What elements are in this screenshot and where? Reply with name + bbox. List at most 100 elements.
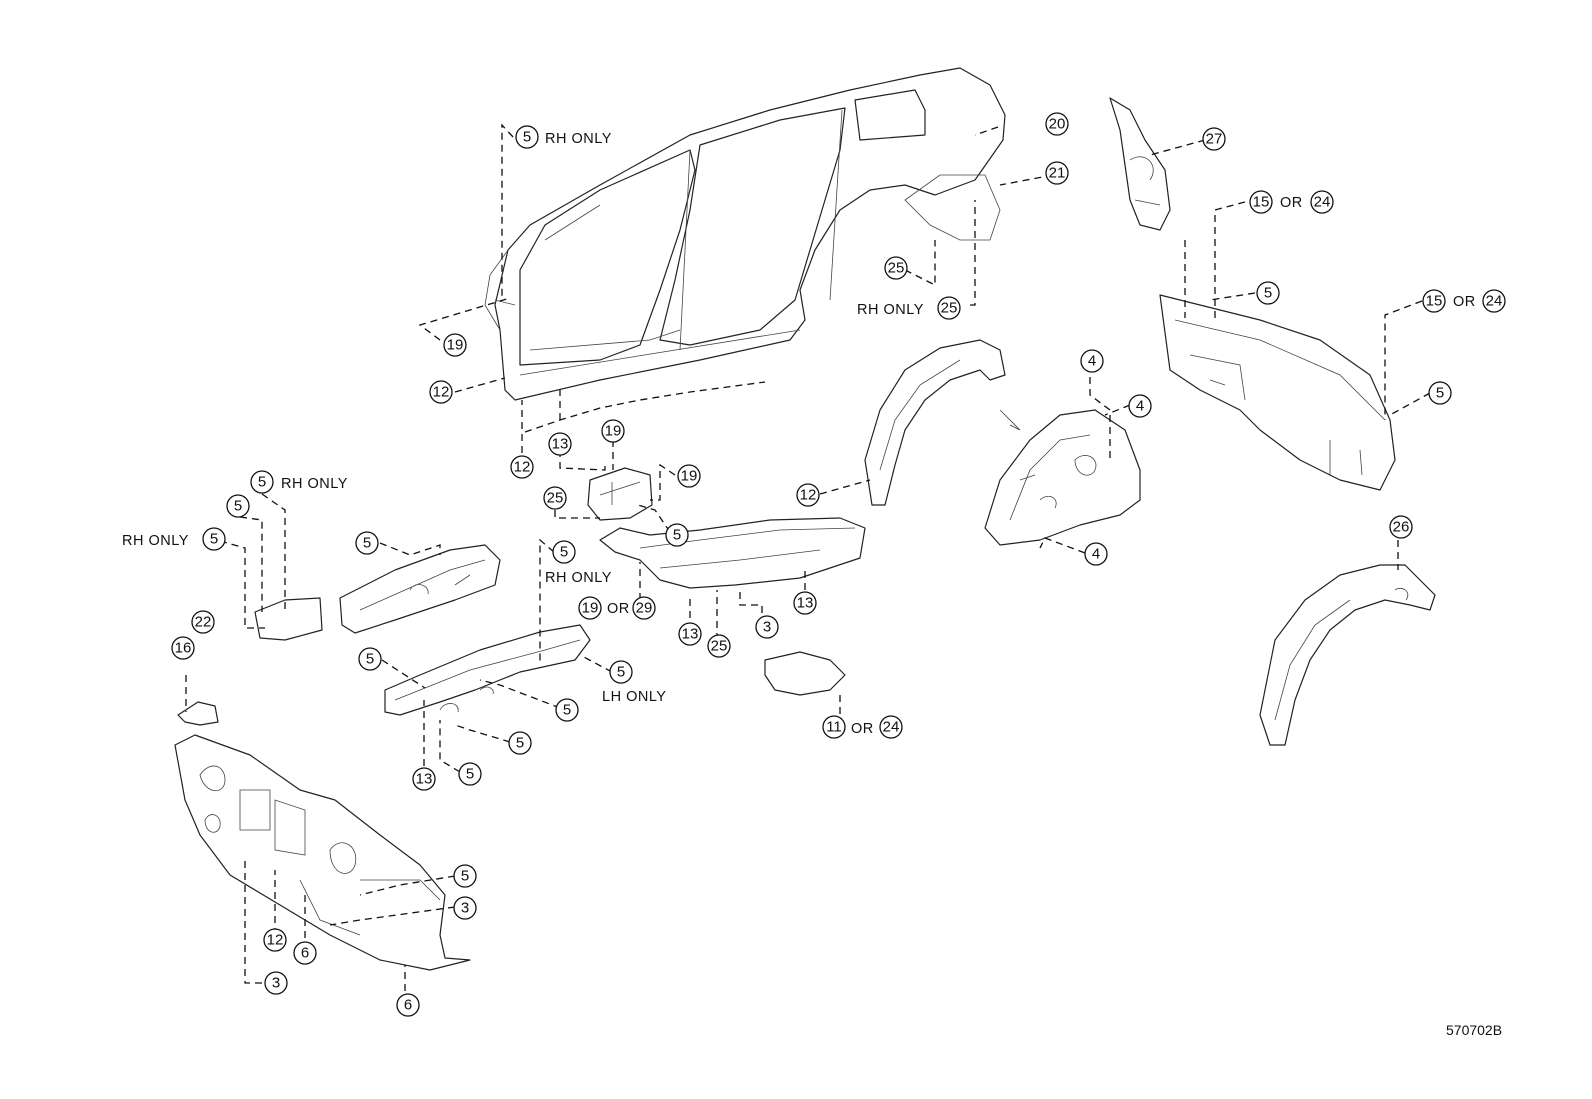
svg-text:29: 29 xyxy=(636,600,653,617)
svg-text:13: 13 xyxy=(682,626,699,643)
front-bracket-left xyxy=(254,597,323,641)
callout-5-dash: 5 xyxy=(453,864,477,888)
callout-19-b: 19 xyxy=(601,419,625,443)
callout-19-c: 19 xyxy=(677,464,701,488)
svg-text:24: 24 xyxy=(883,719,900,736)
svg-text:13: 13 xyxy=(416,771,433,788)
svg-text:OR: OR xyxy=(607,601,630,617)
callout-25-a: 25 xyxy=(543,486,567,510)
callout-5-rear-a: 5 xyxy=(1256,281,1280,305)
callout-3-a: 3 xyxy=(755,615,779,639)
svg-text:5: 5 xyxy=(258,474,266,491)
svg-text:19: 19 xyxy=(681,468,698,485)
callout-15-or-24-b: 15 OR 24 xyxy=(1422,289,1506,313)
svg-text:RH ONLY: RH ONLY xyxy=(281,476,348,492)
svg-text:5: 5 xyxy=(523,129,531,146)
svg-text:15: 15 xyxy=(1426,293,1443,310)
callout-12-a: 12 xyxy=(429,380,453,404)
svg-text:24: 24 xyxy=(1314,194,1331,211)
callout-5-member-c: 5 xyxy=(508,731,532,755)
svg-text:25: 25 xyxy=(547,490,564,507)
svg-text:5: 5 xyxy=(1264,285,1272,302)
svg-text:5: 5 xyxy=(617,664,625,681)
svg-text:OR: OR xyxy=(851,721,874,737)
rear-wheelhouse-outer xyxy=(1259,564,1436,746)
diagram-code: 570702B xyxy=(1446,1022,1502,1038)
svg-text:12: 12 xyxy=(514,459,531,476)
svg-text:19: 19 xyxy=(447,337,464,354)
center-bracket xyxy=(587,467,653,521)
svg-text:25: 25 xyxy=(941,300,958,317)
callout-5-rear-b: 5 xyxy=(1428,381,1452,405)
callout-19-or-29: 19 OR 29 xyxy=(578,596,656,620)
svg-text:4: 4 xyxy=(1136,398,1144,415)
callout-16: 16 xyxy=(171,636,195,660)
callout-3-b: 3 xyxy=(453,896,477,920)
svg-text:5: 5 xyxy=(1436,385,1444,402)
svg-text:25: 25 xyxy=(711,638,728,655)
callout-25-c: 25 xyxy=(707,634,731,658)
callout-5-member-a: 5 xyxy=(358,647,382,671)
callout-5-rh-only-top: 5 RH ONLY xyxy=(515,125,611,149)
callout-15-or-24-a: 15 OR 24 xyxy=(1249,190,1334,214)
svg-text:5: 5 xyxy=(363,535,371,552)
callout-11-or-24: 11 OR 24 xyxy=(822,715,903,739)
svg-text:4: 4 xyxy=(1088,353,1096,370)
callout-20: 20 xyxy=(1045,112,1069,136)
callout-6-b: 6 xyxy=(396,993,420,1017)
svg-text:13: 13 xyxy=(552,436,569,453)
callout-13-c: 13 xyxy=(678,622,702,646)
callout-5-member-d: 5 xyxy=(458,762,482,786)
callout-5-rh-only-front: 5 RH ONLY xyxy=(250,470,348,494)
callout-5-center: 5 xyxy=(665,523,689,547)
callout-12-c: 12 xyxy=(796,483,820,507)
callout-13-b: 13 xyxy=(412,767,436,791)
svg-text:5: 5 xyxy=(560,544,568,561)
svg-text:RH ONLY: RH ONLY xyxy=(122,533,189,549)
svg-text:25: 25 xyxy=(888,260,905,277)
callout-13-a: 13 xyxy=(548,432,572,456)
svg-text:OR: OR xyxy=(1280,195,1303,211)
svg-text:12: 12 xyxy=(800,487,817,504)
callout-4-b: 4 xyxy=(1128,394,1152,418)
svg-text:5: 5 xyxy=(673,527,681,544)
callout-5-rh-only-mid: 5 RH ONLY xyxy=(545,540,612,586)
svg-text:21: 21 xyxy=(1049,165,1066,182)
callout-3-c: 3 xyxy=(264,971,288,995)
svg-text:12: 12 xyxy=(433,384,450,401)
quarter-pillar-brace xyxy=(1109,97,1171,231)
dash-bracket-small xyxy=(177,701,219,726)
callout-22: 22 xyxy=(191,610,215,634)
svg-text:20: 20 xyxy=(1049,116,1066,133)
svg-text:24: 24 xyxy=(1486,293,1503,310)
front-apron-upper xyxy=(339,544,501,634)
svg-text:RH ONLY: RH ONLY xyxy=(545,570,612,586)
svg-text:6: 6 xyxy=(301,945,309,962)
svg-text:4: 4 xyxy=(1092,546,1100,563)
callout-5-member-b: 5 xyxy=(555,698,579,722)
callout-4-c: 4 xyxy=(1084,542,1108,566)
callout-5-front-a: 5 xyxy=(226,494,250,518)
callout-5-apron: 5 xyxy=(355,531,379,555)
callout-5-lh-only: 5 LH ONLY xyxy=(602,660,666,705)
svg-text:26: 26 xyxy=(1393,519,1410,536)
callout-25-b: 25 xyxy=(884,256,908,280)
svg-text:19: 19 xyxy=(605,423,622,440)
callout-12-d: 12 xyxy=(263,928,287,952)
svg-text:19: 19 xyxy=(582,600,599,617)
svg-text:5: 5 xyxy=(461,868,469,885)
svg-text:5: 5 xyxy=(210,531,218,548)
svg-text:6: 6 xyxy=(404,997,412,1014)
callout-25-rh-only: RH ONLY 25 xyxy=(857,296,961,320)
svg-text:11: 11 xyxy=(826,719,842,736)
svg-text:22: 22 xyxy=(195,614,212,631)
floor-side-rocker xyxy=(599,517,866,589)
callout-26: 26 xyxy=(1389,515,1413,539)
callout-19-a: 19 xyxy=(443,333,467,357)
floor-bracket-small xyxy=(764,651,846,696)
svg-text:5: 5 xyxy=(563,702,571,719)
svg-text:5: 5 xyxy=(516,735,524,752)
svg-text:3: 3 xyxy=(272,975,280,992)
callout-27: 27 xyxy=(1202,127,1226,151)
dash-panel xyxy=(174,734,471,971)
